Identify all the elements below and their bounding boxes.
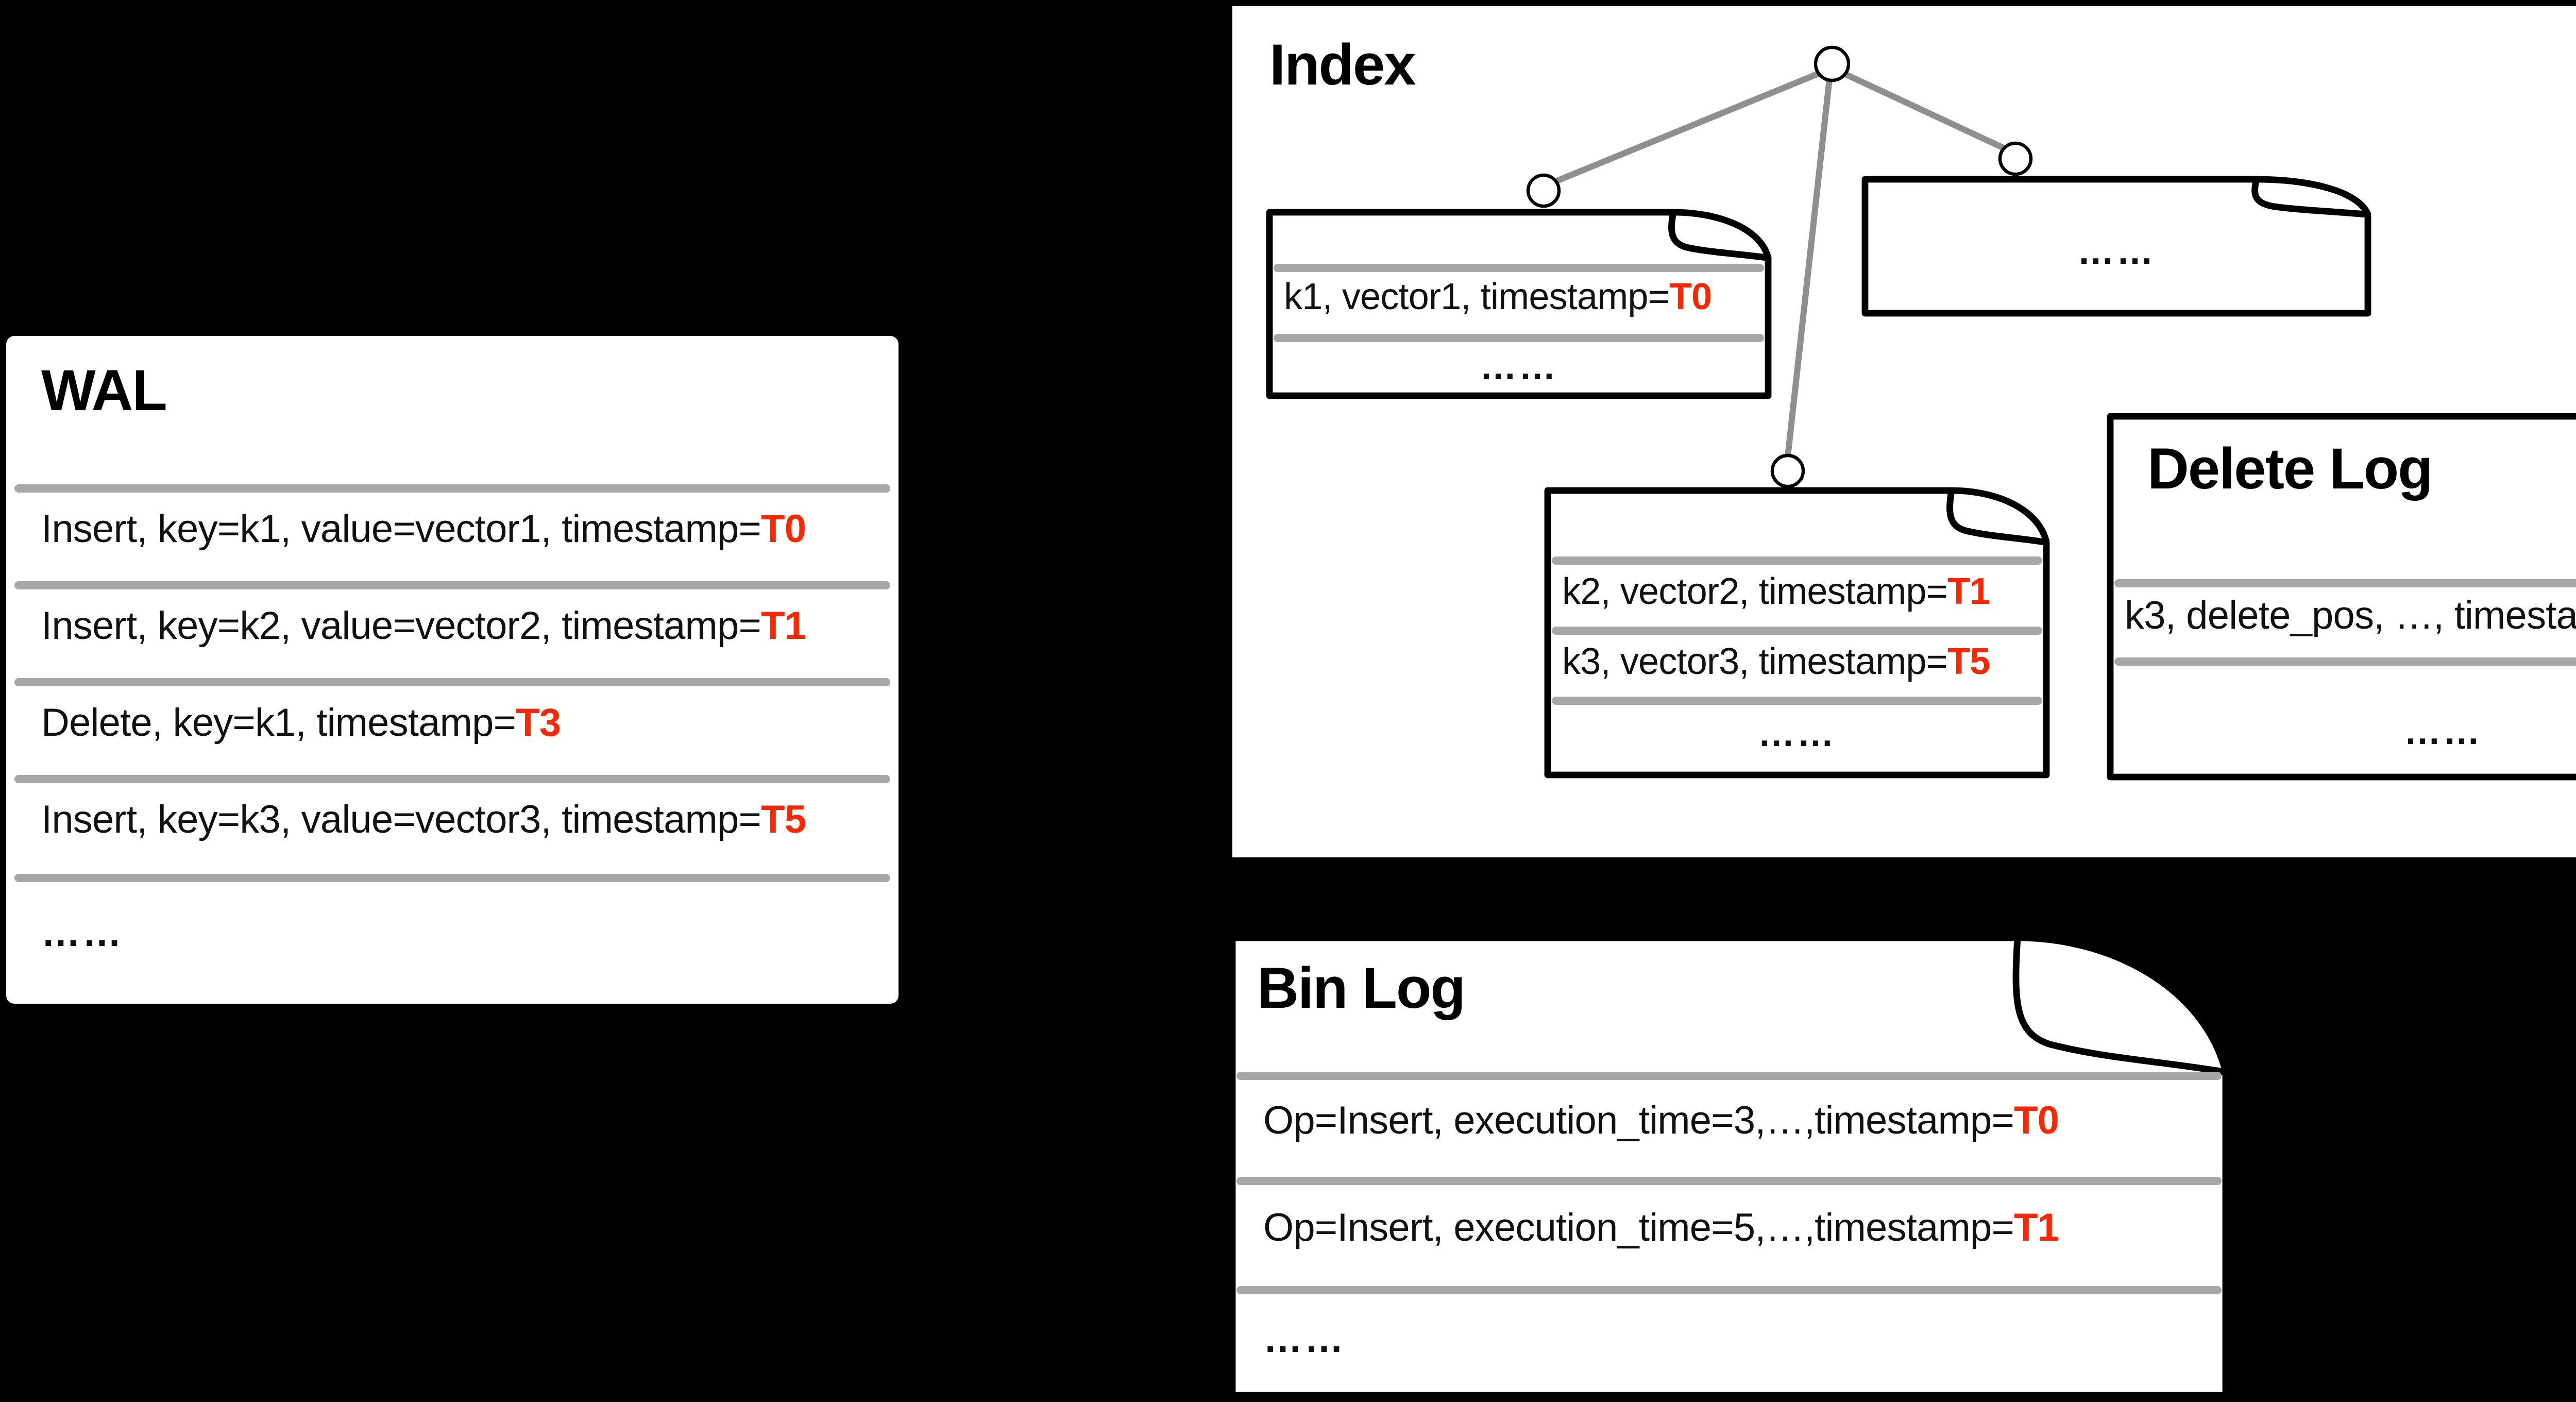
wal-row-3: Delete, key=k1, timestamp=T3 (41, 701, 886, 750)
delete-log-entry-text: k3, delete_pos, …, timestamp= (2125, 596, 2576, 639)
page-divider (1274, 264, 1764, 271)
delete-log-page: Delete Log k3, delete_pos, …, timestamp=… (2106, 412, 2576, 781)
wal-more-row: …… (41, 913, 124, 956)
btree-edge-left (1544, 65, 1834, 189)
wal-row-4-text: Insert, key=k3, value=vector3, timestamp… (41, 800, 761, 843)
index-entry: k2, vector2, timestamp=T1 (1562, 567, 2042, 616)
wal-row-3-text: Delete, key=k1, timestamp= (41, 703, 516, 746)
index-leaf-page-3: k2, vector2, timestamp=T1 k3, vector3, t… (1544, 486, 2050, 779)
page-more-row: …… (2077, 231, 2156, 272)
bin-log-page: Bin Log Op=Insert, execution_time=3,…,ti… (1228, 934, 2230, 1399)
index-entry-text: k1, vector1, timestamp= (1284, 276, 1670, 317)
wal-row-4: Insert, key=k3, value=vector3, timestamp… (41, 798, 886, 847)
index-leaf-page-2: …… (1861, 175, 2372, 317)
timestamp-badge: T0 (1669, 276, 1712, 317)
index-entry: k1, vector1, timestamp=T0 (1284, 272, 1764, 322)
page-divider (1236, 1072, 2222, 1079)
page-more-row: …… (1480, 346, 1558, 387)
timestamp-badge: T1 (1947, 571, 1990, 612)
bin-log-more-row: …… (1263, 1319, 1346, 1362)
wal-row-1: Insert, key=k1, value=vector1, timestamp… (41, 507, 886, 556)
index-entry-text: k3, vector3, timestamp= (1562, 641, 1948, 682)
wal-header-divider (14, 484, 890, 492)
wal-row-divider (14, 581, 890, 588)
timestamp-badge: T0 (2014, 1101, 2059, 1144)
wal-row-2: Insert, key=k2, value=vector2, timestamp… (41, 604, 886, 653)
page-more-row: …… (1758, 713, 1836, 754)
page-divider (2114, 657, 2576, 665)
bin-log-row-1-text: Op=Insert, execution_time=3,…,timestamp= (1263, 1101, 2014, 1144)
page-divider (1274, 334, 1764, 341)
page-fold-corner (1266, 209, 1772, 399)
delete-log-title: Delete Log (2147, 437, 2433, 501)
index-entry: k3, vector3, timestamp=T5 (1562, 637, 2042, 686)
wal-row-divider (14, 678, 890, 685)
page-fold-corner (2107, 413, 2576, 781)
bin-log-title: Bin Log (1257, 956, 1466, 1020)
btree-node-middle (1770, 453, 1805, 488)
index-entry-text: k2, vector2, timestamp= (1562, 571, 1948, 612)
index-leaf-page-1: k1, vector1, timestamp=T0 …… (1265, 208, 1772, 400)
page-divider (2114, 579, 2576, 586)
timestamp-badge: T3 (516, 703, 561, 746)
page-fold-corner (1861, 176, 2371, 317)
page-divider (1552, 556, 2042, 564)
page-divider (1552, 627, 2042, 634)
timestamp-badge: T1 (761, 606, 806, 649)
timestamp-badge: T5 (761, 800, 806, 843)
bin-log-row-1: Op=Insert, execution_time=3,…,timestamp=… (1263, 1099, 2217, 1148)
bin-log-row-2-text: Op=Insert, execution_time=5,…,timestamp= (1263, 1208, 2014, 1251)
wal-row-1-text: Insert, key=k1, value=vector1, timestamp… (41, 509, 761, 552)
wal-row-2-text: Insert, key=k2, value=vector2, timestamp… (41, 606, 761, 649)
wal-box: WAL Insert, key=k1, value=vector1, times… (6, 336, 899, 1004)
delete-log-entry: k3, delete_pos, …, timestamp=T3 (2125, 594, 2576, 643)
page-divider (1552, 697, 2042, 704)
timestamp-badge: T5 (1947, 641, 1990, 682)
page-fold-corner (1229, 934, 2229, 1399)
btree-root-node (1814, 45, 1851, 82)
wal-title: WAL (41, 359, 167, 423)
btree-edge-right (1831, 65, 2015, 156)
btree-node-right (1998, 141, 2033, 176)
btree-edge-middle (1784, 74, 1833, 466)
wal-row-divider (14, 775, 890, 782)
page-divider (1236, 1177, 2222, 1184)
index-panel: Index k1, vector1, timestamp=T0 …… …… (1232, 6, 2576, 857)
wal-row-divider (14, 874, 890, 881)
timestamp-badge: T0 (761, 509, 806, 552)
page-more-row: …… (2404, 711, 2482, 752)
timestamp-badge: T1 (2014, 1208, 2059, 1251)
bin-log-row-2: Op=Insert, execution_time=5,…,timestamp=… (1263, 1206, 2217, 1255)
page-divider (1236, 1286, 2222, 1293)
btree-node-left (1526, 173, 1561, 208)
index-title: Index (1269, 33, 1416, 97)
